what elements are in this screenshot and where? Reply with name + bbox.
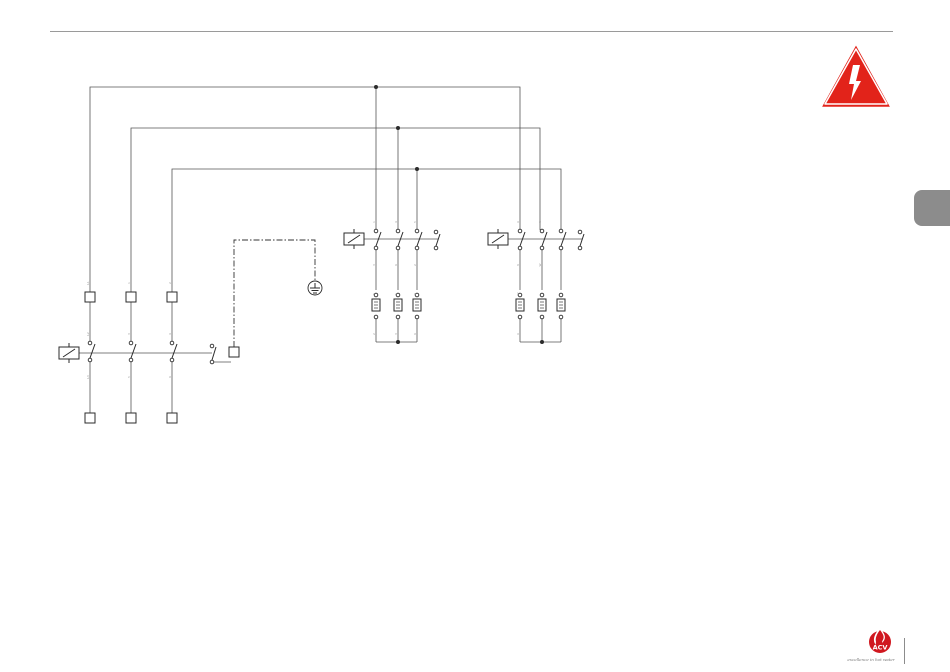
terminal-ring bbox=[374, 246, 378, 250]
terminal-ring bbox=[415, 229, 419, 233]
junction-dot bbox=[396, 340, 400, 344]
switch-blade bbox=[90, 344, 95, 358]
terminal-ring bbox=[518, 315, 522, 319]
terminal-label: 1 bbox=[394, 293, 398, 295]
terminal-label: U bbox=[516, 221, 520, 223]
terminal-ring bbox=[88, 358, 92, 362]
terminal-ring bbox=[518, 229, 522, 233]
terminal-ring bbox=[540, 246, 544, 250]
terminal-ring bbox=[88, 341, 92, 345]
phase-wire bbox=[131, 128, 540, 292]
aux-terminal bbox=[229, 347, 239, 357]
terminal-label: 4 bbox=[394, 221, 398, 223]
terminal-label: 6 bbox=[168, 376, 172, 378]
supply-terminal bbox=[126, 292, 136, 302]
brand-tagline: excellence in hot water bbox=[842, 657, 900, 662]
terminal-ring bbox=[559, 246, 563, 250]
terminal-label: 4 bbox=[168, 333, 172, 335]
wiring-lines bbox=[79, 87, 582, 413]
switch-blade bbox=[131, 344, 136, 358]
terminal-ring bbox=[170, 341, 174, 345]
terminal-label: 2 bbox=[168, 282, 172, 284]
terminal-ring bbox=[518, 246, 522, 250]
junction-dot bbox=[396, 126, 400, 130]
terminal-ring bbox=[210, 344, 214, 348]
terminal-label: W bbox=[516, 292, 520, 295]
terminal-ring bbox=[374, 315, 378, 319]
terminal-label: 1 bbox=[127, 282, 131, 284]
aux-switch-blade bbox=[580, 234, 584, 246]
junction-dot bbox=[415, 167, 419, 171]
output-terminal bbox=[167, 413, 177, 423]
terminal-ring bbox=[396, 315, 400, 319]
terminal-label: 4 bbox=[413, 293, 417, 295]
terminal-label: L1 bbox=[86, 281, 90, 285]
terminal-ring bbox=[559, 229, 563, 233]
terminal-label: V bbox=[516, 263, 520, 266]
terminal-ring bbox=[540, 229, 544, 233]
output-terminal bbox=[126, 413, 136, 423]
supply-terminal bbox=[85, 292, 95, 302]
supply-terminal bbox=[167, 292, 177, 302]
terminal-ring bbox=[559, 293, 563, 297]
terminal-ring bbox=[540, 293, 544, 297]
terminal-ring bbox=[434, 246, 438, 250]
terminal-ring bbox=[374, 229, 378, 233]
terminal-label: 2 bbox=[413, 264, 417, 266]
terminal-label: 5 bbox=[372, 293, 376, 295]
terminal-ring bbox=[559, 315, 563, 319]
terminal-label: 3 bbox=[394, 333, 398, 335]
terminal-ring bbox=[415, 315, 419, 319]
terminal-label: 3 bbox=[127, 333, 131, 335]
acv-logo: ACV bbox=[862, 624, 898, 654]
terminal-label: 5 bbox=[127, 376, 131, 378]
terminal-ring bbox=[434, 230, 438, 234]
terminal-ring bbox=[415, 246, 419, 250]
terminal-label: W bbox=[538, 263, 542, 266]
terminal-label: L2 bbox=[86, 332, 90, 336]
switch-blade bbox=[172, 344, 177, 358]
terminal-ring bbox=[210, 360, 214, 364]
terminal-ring bbox=[578, 230, 582, 234]
terminal-label: 6 bbox=[413, 333, 417, 335]
junction-dot bbox=[540, 340, 544, 344]
terminal-label: U bbox=[516, 333, 520, 335]
terminal-ring bbox=[396, 246, 400, 250]
terminal-ring bbox=[170, 358, 174, 362]
terminal-label: 3 bbox=[372, 264, 376, 266]
terminal-label: 1 bbox=[372, 221, 376, 223]
phase-wire bbox=[90, 87, 520, 292]
terminal-ring bbox=[396, 229, 400, 233]
aux-switch-blade bbox=[212, 347, 216, 360]
output-terminal bbox=[85, 413, 95, 423]
terminal-label: 5 bbox=[413, 221, 417, 223]
terminal-label: 2 bbox=[372, 333, 376, 335]
phase-wire bbox=[172, 169, 561, 292]
footer-divider bbox=[904, 638, 905, 664]
terminal-ring bbox=[129, 358, 133, 362]
aux-switch-blade bbox=[436, 234, 440, 246]
terminal-label: 6 bbox=[394, 264, 398, 266]
junction-dot bbox=[374, 85, 378, 89]
terminal-label: L3 bbox=[86, 375, 90, 379]
terminal-ring bbox=[540, 315, 544, 319]
earth-line bbox=[234, 240, 315, 347]
diagram-components bbox=[59, 85, 584, 423]
terminal-ring bbox=[578, 246, 582, 250]
logo-text: ACV bbox=[873, 644, 888, 652]
terminal-ring bbox=[129, 341, 133, 345]
